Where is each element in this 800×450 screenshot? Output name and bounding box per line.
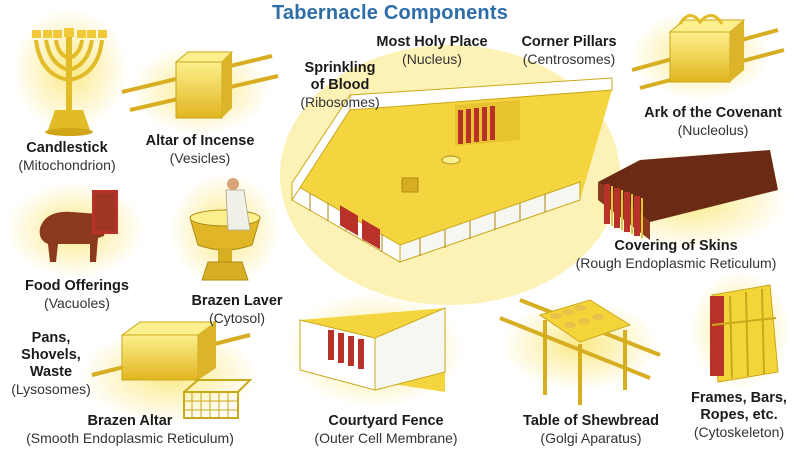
label-brazen-altar-name: Brazen Altar xyxy=(87,413,173,429)
label-most-holy-place-name: Most Holy Place xyxy=(376,34,488,50)
covering-of-skins-illustration xyxy=(590,150,790,250)
label-pans-name-2: Shovels, xyxy=(21,347,81,363)
page-title: Tabernacle Components xyxy=(271,2,509,24)
label-frames-sub: (Cytoskeleton) xyxy=(693,424,785,440)
label-courtyard-fence: Courtyard Fence (Outer Cell Membrane) xyxy=(300,413,472,447)
label-covering-name: Covering of Skins xyxy=(614,238,738,254)
label-shewbread-sub: (Golgi Aparatus) xyxy=(540,430,642,446)
courtyard-fence-illustration xyxy=(285,292,465,408)
label-sprinkling-of-blood: Sprinkling of Blood (Ribosomes) xyxy=(290,60,390,111)
label-pans-shovels-waste: Pans, Shovels, Waste (Lysosomes) xyxy=(6,330,96,398)
tabernacle-courtyard-illustration xyxy=(280,45,620,305)
label-pans-sub: (Lysosomes) xyxy=(11,381,91,397)
label-corner-pillars-sub: (Centrosomes) xyxy=(522,51,616,67)
label-frames-bars-ropes: Frames, Bars, Ropes, etc. (Cytoskeleton) xyxy=(682,390,796,441)
label-candlestick-name: Candlestick xyxy=(26,140,108,156)
label-pans-name-3: Waste xyxy=(29,364,73,380)
label-brazen-altar: Brazen Altar (Smooth Endoplasmic Reticul… xyxy=(10,413,250,447)
label-frames-name-1: Frames, Bars, xyxy=(691,390,787,406)
label-sprinkling-sub: (Ribosomes) xyxy=(300,94,380,110)
label-sprinkling-name-2: of Blood xyxy=(310,77,370,93)
candlestick-illustration xyxy=(12,8,128,136)
label-brazen-altar-sub: (Smooth Endoplasmic Reticulum) xyxy=(26,430,234,446)
label-courtyard-sub: (Outer Cell Membrane) xyxy=(314,430,458,446)
table-of-shewbread-illustration xyxy=(499,298,661,405)
label-pans-name-1: Pans, xyxy=(31,330,71,346)
label-laver-sub: (Cytosol) xyxy=(208,310,265,326)
label-most-holy-place-sub: (Nucleus) xyxy=(402,51,462,67)
label-most-holy-place: Most Holy Place (Nucleus) xyxy=(367,34,497,68)
ark-illustration xyxy=(630,10,785,100)
food-offerings-illustration xyxy=(5,182,145,278)
label-corner-pillars: Corner Pillars (Centrosomes) xyxy=(510,34,628,68)
altar-of-incense-illustration xyxy=(121,45,279,135)
label-candlestick-sub: (Mitochondrion) xyxy=(18,157,116,173)
label-sprinkling-name-1: Sprinkling xyxy=(304,60,376,76)
label-shewbread-name: Table of Shewbread xyxy=(523,413,659,429)
label-candlestick: Candlestick (Mitochondrion) xyxy=(4,140,130,174)
label-altar-of-incense-name: Altar of Incense xyxy=(145,133,255,149)
brazen-laver-illustration xyxy=(170,172,280,288)
frames-bars-illustration xyxy=(690,270,790,390)
label-food-name: Food Offerings xyxy=(25,278,129,294)
label-ark-of-the-covenant: Ark of the Covenant (Nucleolus) xyxy=(630,105,796,139)
label-food-sub: (Vacuoles) xyxy=(44,295,110,311)
brazen-altar-illustration xyxy=(80,321,260,423)
label-brazen-laver: Brazen Laver (Cytosol) xyxy=(182,293,292,327)
label-covering-of-skins: Covering of Skins (Rough Endoplasmic Ret… xyxy=(560,238,792,272)
label-corner-pillars-name: Corner Pillars xyxy=(521,34,617,50)
label-ark-name: Ark of the Covenant xyxy=(644,105,782,121)
label-altar-of-incense: Altar of Incense (Vesicles) xyxy=(130,133,270,167)
label-covering-sub: (Rough Endoplasmic Reticulum) xyxy=(575,255,777,271)
label-frames-name-2: Ropes, etc. xyxy=(700,407,778,423)
label-ark-sub: (Nucleolus) xyxy=(677,122,749,138)
label-food-offerings: Food Offerings (Vacuoles) xyxy=(10,278,144,312)
label-table-of-shewbread: Table of Shewbread (Golgi Aparatus) xyxy=(510,413,672,447)
label-altar-of-incense-sub: (Vesicles) xyxy=(169,150,231,166)
label-laver-name: Brazen Laver xyxy=(191,293,283,309)
label-courtyard-name: Courtyard Fence xyxy=(328,413,444,429)
